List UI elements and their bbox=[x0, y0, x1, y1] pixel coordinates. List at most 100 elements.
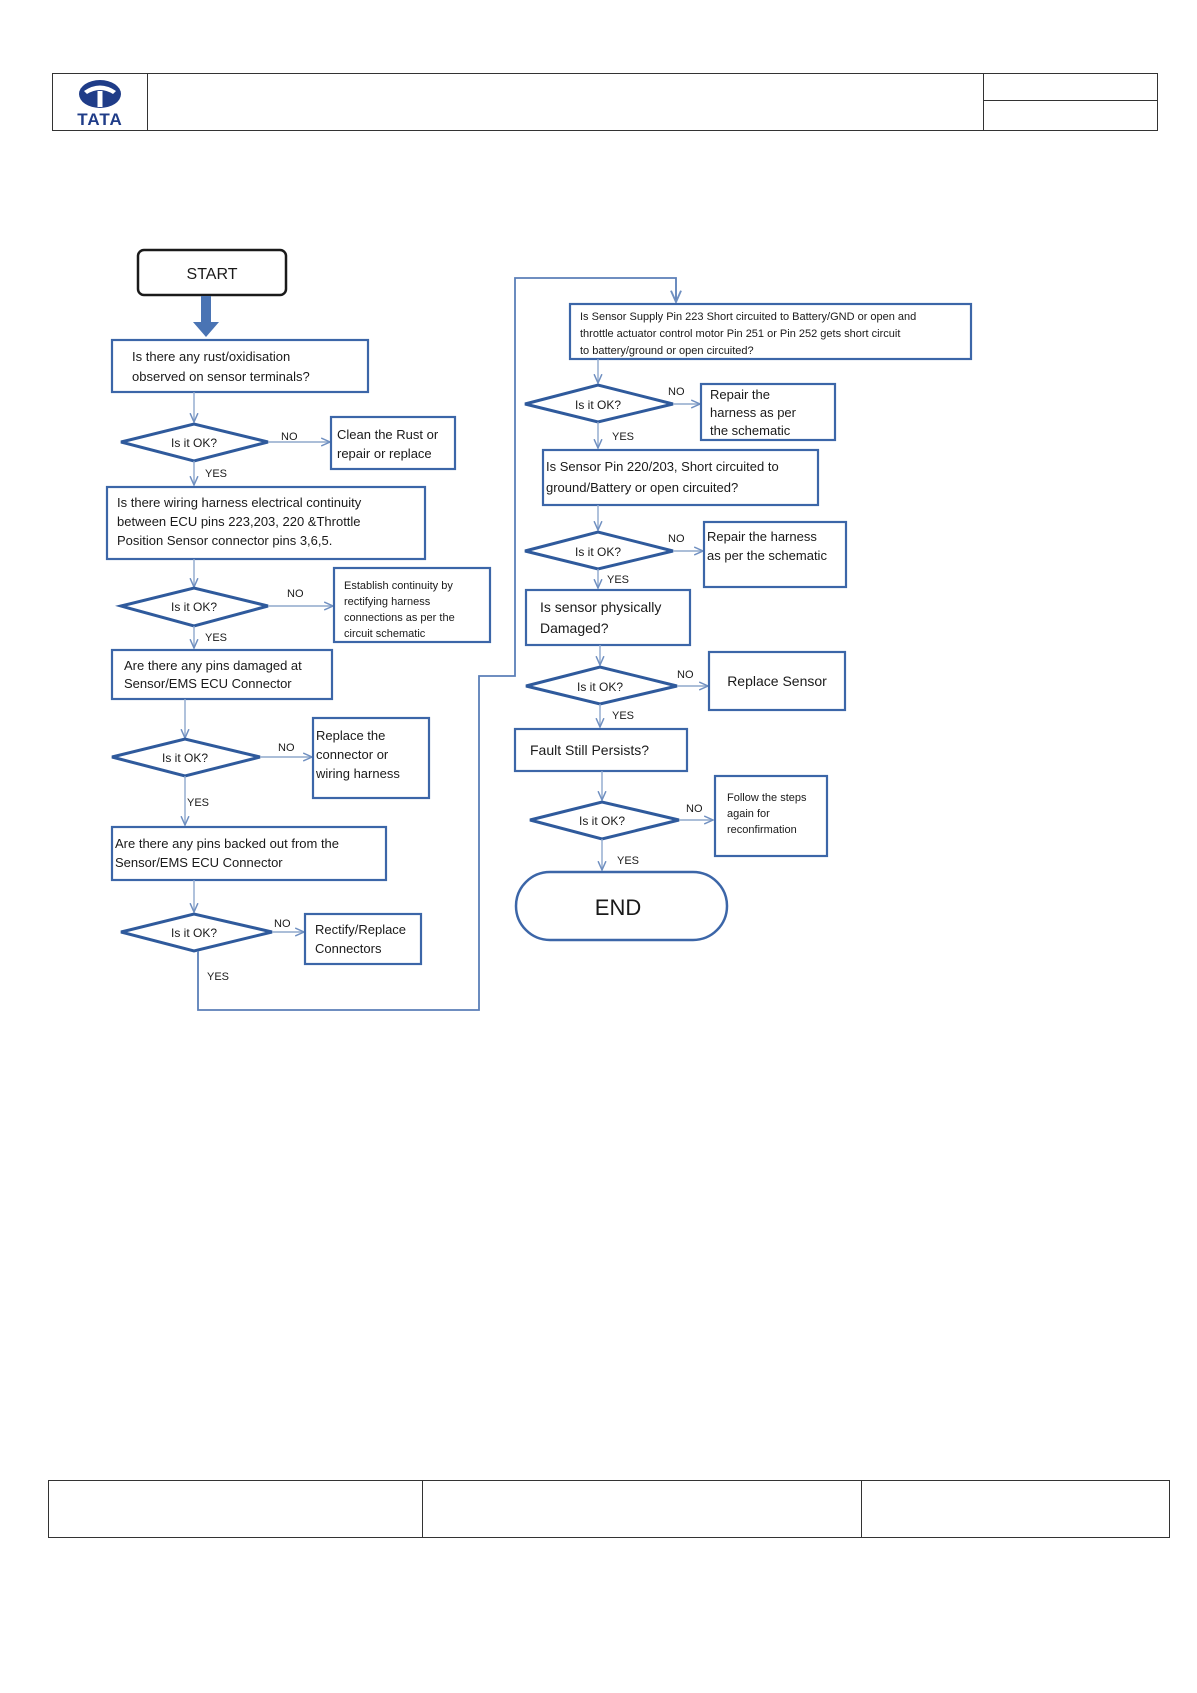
svg-text:Connectors: Connectors bbox=[315, 941, 382, 956]
decision-pins-damaged-ok: Is it OK? bbox=[111, 737, 261, 778]
svg-text:Is it OK?: Is it OK? bbox=[171, 436, 217, 450]
svg-text:ground/Battery or open circui: ground/Battery or open circuited? bbox=[546, 480, 738, 495]
decision-supply-pin-ok: Is it OK? bbox=[524, 383, 674, 424]
end-label: END bbox=[595, 895, 641, 920]
svg-text:wiring harness: wiring harness bbox=[315, 766, 400, 781]
no-label: NO bbox=[668, 386, 685, 398]
svg-text:Is it OK?: Is it OK? bbox=[579, 814, 625, 828]
no-label: NO bbox=[287, 588, 304, 600]
svg-text:Is there wiring harness electr: Is there wiring harness electrical conti… bbox=[117, 495, 362, 510]
fix-rust: Clean the Rust or repair or replace bbox=[329, 415, 457, 471]
yes-label: YES bbox=[187, 797, 209, 809]
fix-replace-sensor: Replace Sensor bbox=[707, 650, 847, 712]
svg-text:Rectify/Replace: Rectify/Replace bbox=[315, 922, 406, 937]
svg-text:throttle actuator control moto: throttle actuator control motor Pin 251 … bbox=[580, 328, 900, 340]
no-label: NO bbox=[281, 431, 298, 443]
tata-logo: TATA bbox=[53, 74, 148, 130]
yes-label: YES bbox=[205, 468, 227, 480]
svg-text:Are there any pins backed out: Are there any pins backed out from the bbox=[115, 836, 339, 851]
svg-text:reconfirmation: reconfirmation bbox=[727, 824, 797, 836]
start-terminal: START bbox=[136, 248, 288, 297]
svg-text:again for: again for bbox=[727, 808, 770, 820]
question-rust: Is there any rust/oxidisation observed o… bbox=[110, 338, 370, 394]
logo-text: TATA bbox=[77, 110, 123, 129]
svg-text:Position Sensor connector pins: Position Sensor connector pins 3,6,5. bbox=[117, 533, 332, 548]
question-sensor-pin-short: Is Sensor Pin 220/203, Short circuited t… bbox=[541, 448, 820, 507]
svg-text:Is Sensor Supply Pin 223 Short: Is Sensor Supply Pin 223 Short circuited… bbox=[580, 311, 916, 323]
yes-label: YES bbox=[207, 971, 229, 983]
fix-sensor-pin: Repair the harness as per the schematic bbox=[702, 520, 848, 589]
svg-text:circuit schematic: circuit schematic bbox=[344, 628, 426, 640]
decision-sensor-damaged-ok: Is it OK? bbox=[525, 665, 678, 706]
question-pins-backed-out: Are there any pins backed out from the S… bbox=[110, 825, 388, 882]
svg-text:connector or: connector or bbox=[316, 747, 389, 762]
decision-continuity-ok: Is it OK? bbox=[115, 586, 269, 628]
svg-text:Follow the steps: Follow the steps bbox=[727, 792, 807, 804]
no-label: NO bbox=[677, 669, 694, 681]
question-fault-persists: Fault Still Persists? bbox=[513, 727, 689, 773]
svg-text:Is it OK?: Is it OK? bbox=[575, 545, 621, 559]
svg-text:Replace the: Replace the bbox=[316, 728, 385, 743]
svg-text:observed on sensor terminals?: observed on sensor terminals? bbox=[132, 369, 310, 384]
svg-text:Are there any pins damaged at: Are there any pins damaged at bbox=[124, 658, 302, 673]
svg-text:Repair the harness: Repair the harness bbox=[707, 529, 817, 544]
start-arrow bbox=[193, 296, 219, 337]
svg-text:Is it OK?: Is it OK? bbox=[575, 398, 621, 412]
svg-text:to battery/ground or open circ: to battery/ground or open circuited? bbox=[580, 345, 754, 357]
yes-label: YES bbox=[607, 574, 629, 586]
svg-text:Is it OK?: Is it OK? bbox=[162, 751, 208, 765]
question-pins-damaged: Are there any pins damaged at Sensor/EMS… bbox=[110, 648, 334, 701]
fix-supply-pin: Repair the harness as per the schematic bbox=[699, 382, 837, 442]
svg-text:Is Sensor Pin 220/203, Short c: Is Sensor Pin 220/203, Short circuited t… bbox=[546, 459, 779, 474]
svg-text:Sensor/EMS ECU Connector: Sensor/EMS ECU Connector bbox=[124, 676, 292, 691]
svg-text:between ECU pins 223,203, 220: between ECU pins 223,203, 220 &Throttle bbox=[117, 514, 361, 529]
svg-text:Is sensor physically: Is sensor physically bbox=[540, 599, 661, 615]
svg-text:Is it OK?: Is it OK? bbox=[171, 600, 217, 614]
column-connector bbox=[197, 277, 676, 1011]
svg-text:repair or replace: repair or replace bbox=[337, 446, 432, 461]
decision-sensor-pin-ok: Is it OK? bbox=[524, 530, 674, 571]
svg-text:Repair the: Repair the bbox=[710, 387, 770, 402]
end-terminal: END bbox=[514, 870, 729, 942]
fix-follow-steps: Follow the steps again for reconfirmatio… bbox=[713, 774, 829, 858]
svg-text:Is it OK?: Is it OK? bbox=[577, 680, 623, 694]
svg-text:rectifying harness: rectifying harness bbox=[344, 596, 431, 608]
yes-label: YES bbox=[612, 431, 634, 443]
no-label: NO bbox=[278, 742, 295, 754]
svg-text:Fault Still Persists?: Fault Still Persists? bbox=[530, 742, 649, 758]
svg-text:harness as per: harness as per bbox=[710, 405, 797, 420]
question-supply-pin-short: Is Sensor Supply Pin 223 Short circuited… bbox=[568, 302, 973, 361]
svg-text:Replace Sensor: Replace Sensor bbox=[727, 673, 827, 689]
header-meta-cell bbox=[983, 74, 1157, 130]
svg-text:Sensor/EMS ECU Connector: Sensor/EMS ECU Connector bbox=[115, 855, 283, 870]
question-continuity: Is there wiring harness electrical conti… bbox=[105, 485, 427, 561]
svg-text:Damaged?: Damaged? bbox=[540, 620, 609, 636]
fix-pins-damaged: Replace the connector or wiring harness bbox=[311, 716, 431, 800]
start-label: START bbox=[187, 266, 238, 283]
page-header: TATA bbox=[52, 73, 1158, 131]
decision-fault-ok: Is it OK? bbox=[529, 800, 680, 841]
no-label: NO bbox=[274, 918, 291, 930]
svg-text:the schematic: the schematic bbox=[710, 423, 791, 438]
yes-label: YES bbox=[612, 710, 634, 722]
fix-pins-backed-out: Rectify/Replace Connectors bbox=[303, 912, 423, 966]
no-label: NO bbox=[686, 803, 703, 815]
svg-text:Is it OK?: Is it OK? bbox=[171, 926, 217, 940]
footer-cell-middle bbox=[422, 1480, 862, 1538]
question-sensor-damaged: Is sensor physically Damaged? bbox=[524, 588, 692, 647]
decision-rust-ok: Is it OK? bbox=[120, 422, 269, 463]
fix-continuity: Establish continuity by rectifying harne… bbox=[332, 566, 492, 644]
decision-pins-backed-out-ok: Is it OK? bbox=[120, 912, 273, 953]
tata-logo-icon: TATA bbox=[77, 80, 123, 129]
yes-label: YES bbox=[617, 855, 639, 867]
footer-cell-right bbox=[861, 1480, 1170, 1538]
svg-text:Is there any rust/oxidisation: Is there any rust/oxidisation bbox=[132, 349, 290, 364]
footer-cell-left bbox=[48, 1480, 423, 1538]
svg-text:Clean the Rust or: Clean the Rust or bbox=[337, 427, 439, 442]
svg-text:Establish continuity by: Establish continuity by bbox=[344, 580, 453, 592]
yes-label: YES bbox=[205, 632, 227, 644]
svg-text:connections as per the: connections as per the bbox=[344, 612, 455, 624]
svg-text:as per the schematic: as per the schematic bbox=[707, 548, 827, 563]
no-label: NO bbox=[668, 533, 685, 545]
